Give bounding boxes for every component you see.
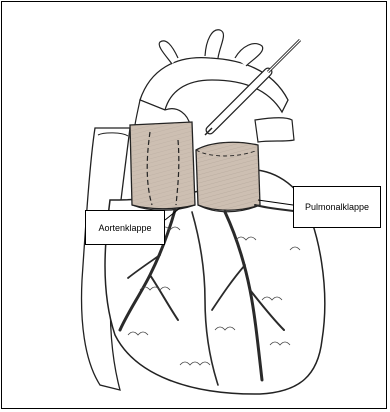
aortic-arch — [140, 58, 288, 112]
pulmonary-valve-text: Pulmonalklappe — [305, 202, 369, 212]
pulmonary-branch — [255, 118, 294, 142]
aortic-valve-label: Aortenklappe — [85, 210, 165, 245]
pulmonary-valve-label: Pulmonalklappe — [293, 186, 381, 228]
aortic-valve-text: Aortenklappe — [98, 223, 151, 233]
